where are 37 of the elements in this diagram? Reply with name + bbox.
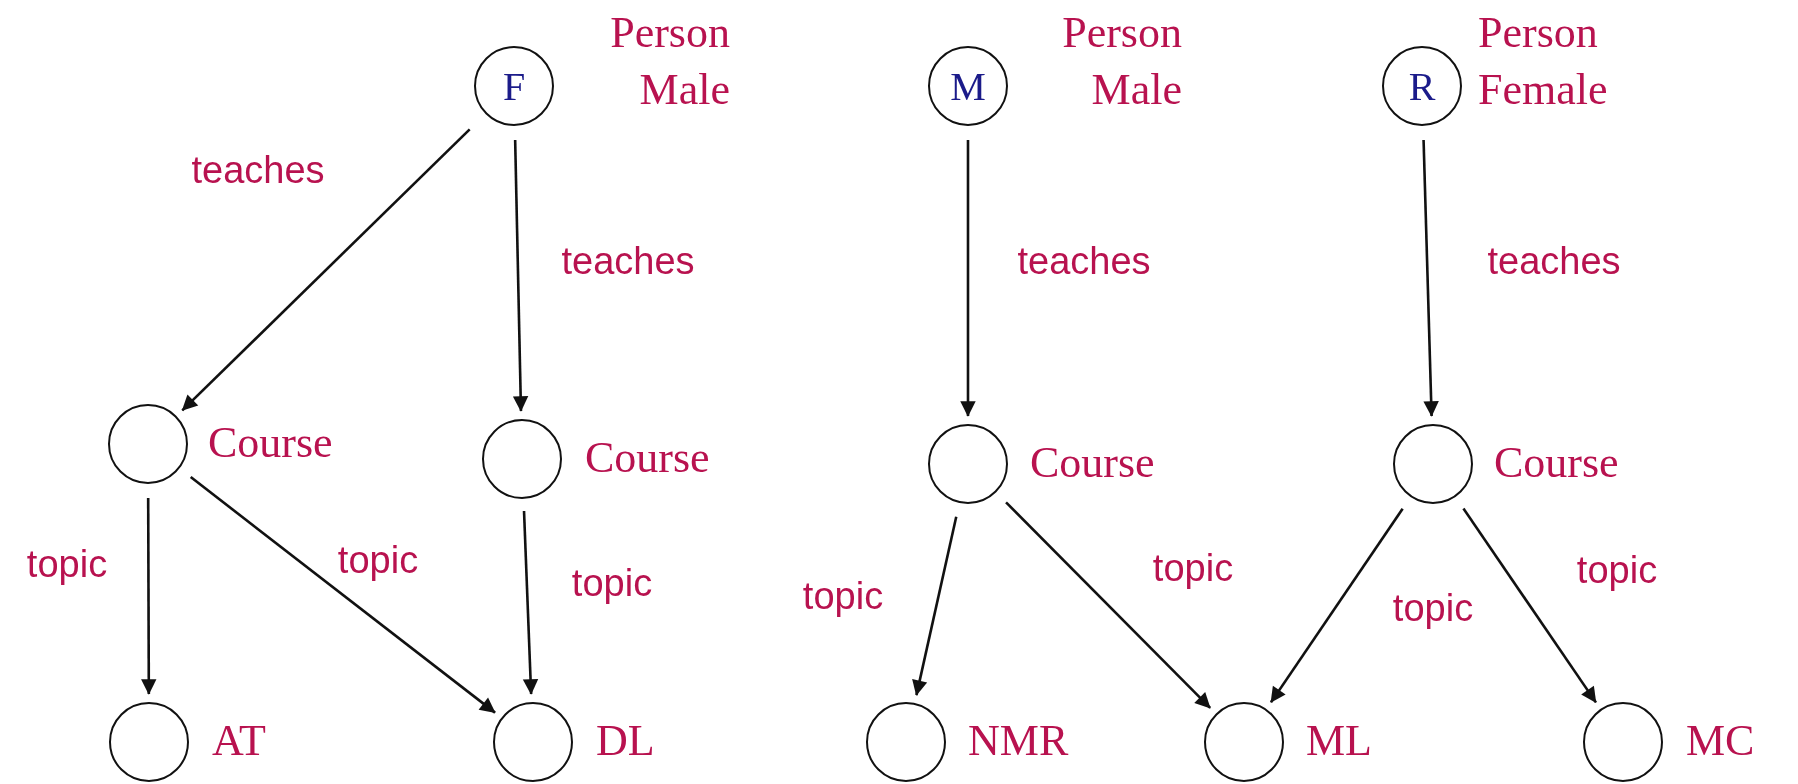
arrow [141, 498, 157, 695]
arrow [1005, 501, 1212, 709]
edge-label: topic [1392, 586, 1474, 630]
edge-label: topic [1152, 546, 1234, 590]
arrow [1269, 507, 1404, 704]
node-letter: F [502, 62, 526, 110]
edge-label: topic [337, 538, 419, 582]
arrow [960, 140, 976, 417]
edge-label: teaches [1487, 239, 1621, 283]
edge-label: topic [802, 574, 884, 618]
arrow [189, 476, 496, 714]
arrow [522, 510, 539, 695]
node-caption: Course [208, 417, 333, 469]
node-letter: M [950, 62, 986, 110]
edge-label: teaches [191, 148, 325, 192]
node-caption: Course [1494, 437, 1619, 489]
node-caption: AT [212, 715, 266, 767]
node-caption: Person Female [1478, 7, 1609, 117]
node-caption: Course [585, 432, 710, 484]
edge-label: topic [26, 542, 108, 586]
arrow [181, 128, 471, 412]
node-caption: Course [1030, 437, 1155, 489]
node-letter: R [1408, 62, 1436, 110]
edge-label: teaches [1017, 239, 1151, 283]
edge-label: teaches [561, 239, 695, 283]
arrow [1462, 507, 1597, 704]
node-caption: MC [1686, 715, 1755, 767]
node-caption: ML [1306, 715, 1372, 767]
edge-label: topic [571, 561, 653, 605]
node-caption: NMR [968, 715, 1069, 767]
arrow [512, 139, 529, 412]
arrow [1422, 139, 1439, 417]
edge-label: topic [1576, 548, 1658, 592]
arrow [912, 516, 958, 696]
node-caption: Person Male [1061, 7, 1182, 117]
node-caption: Person Male [609, 7, 730, 117]
node-caption: DL [596, 715, 655, 767]
